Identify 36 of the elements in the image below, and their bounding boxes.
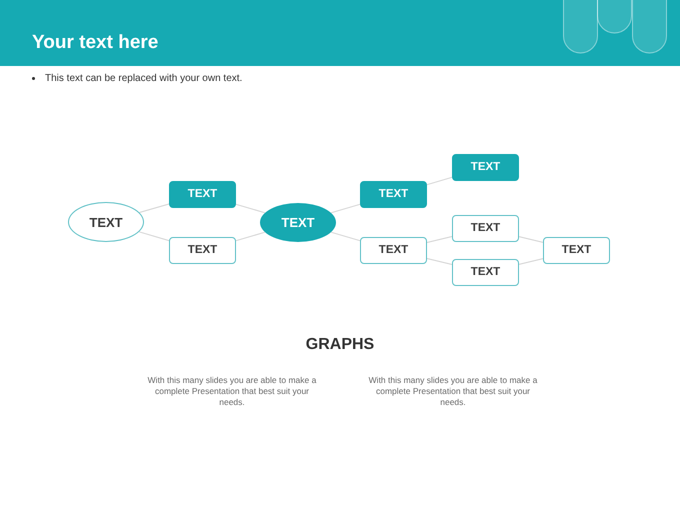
connector-line (426, 258, 452, 265)
body-paragraph: With this many slides you are able to make a complete Presentation that best suit your needs. (146, 375, 318, 408)
connector-line (426, 176, 452, 186)
connector-line (518, 236, 544, 243)
node-text: TEXT (378, 244, 408, 256)
node-text: TEXT (562, 244, 592, 256)
outlined-rounded-box (543, 237, 610, 264)
outlined-rounded-box (360, 237, 427, 264)
outlined-rounded-box (452, 215, 519, 242)
connector-line (330, 204, 360, 214)
filled-rounded-box (169, 181, 236, 208)
section-heading: GRAPHS (304, 336, 376, 354)
connector-line (236, 204, 266, 214)
connector-line (426, 236, 452, 243)
bullet-text: This text can be replaced with your own text. (45, 73, 242, 85)
connector-line (236, 232, 266, 242)
page-title: Your text here (32, 33, 158, 52)
node-text: TEXT (378, 188, 408, 200)
filled-rounded-box (360, 181, 427, 208)
node-text: TEXT (281, 216, 315, 229)
outlined-rounded-box (452, 259, 519, 286)
node-text: TEXT (470, 222, 500, 234)
filled-ellipse-node (260, 203, 336, 242)
connector-line (518, 258, 544, 265)
body-paragraph: With this many slides you are able to make a complete Presentation that best suit your needs. (368, 375, 538, 408)
node-text: TEXT (188, 244, 218, 256)
connector-line (330, 232, 360, 242)
outlined-ellipse-node (68, 202, 144, 242)
filled-rounded-box (452, 154, 519, 181)
connector-line (138, 231, 170, 242)
outlined-rounded-box (169, 237, 236, 264)
node-text: TEXT (470, 162, 500, 174)
node-text: TEXT (89, 216, 123, 228)
connector-line (138, 204, 170, 213)
node-text: TEXT (188, 188, 218, 200)
node-text: TEXT (470, 266, 500, 278)
